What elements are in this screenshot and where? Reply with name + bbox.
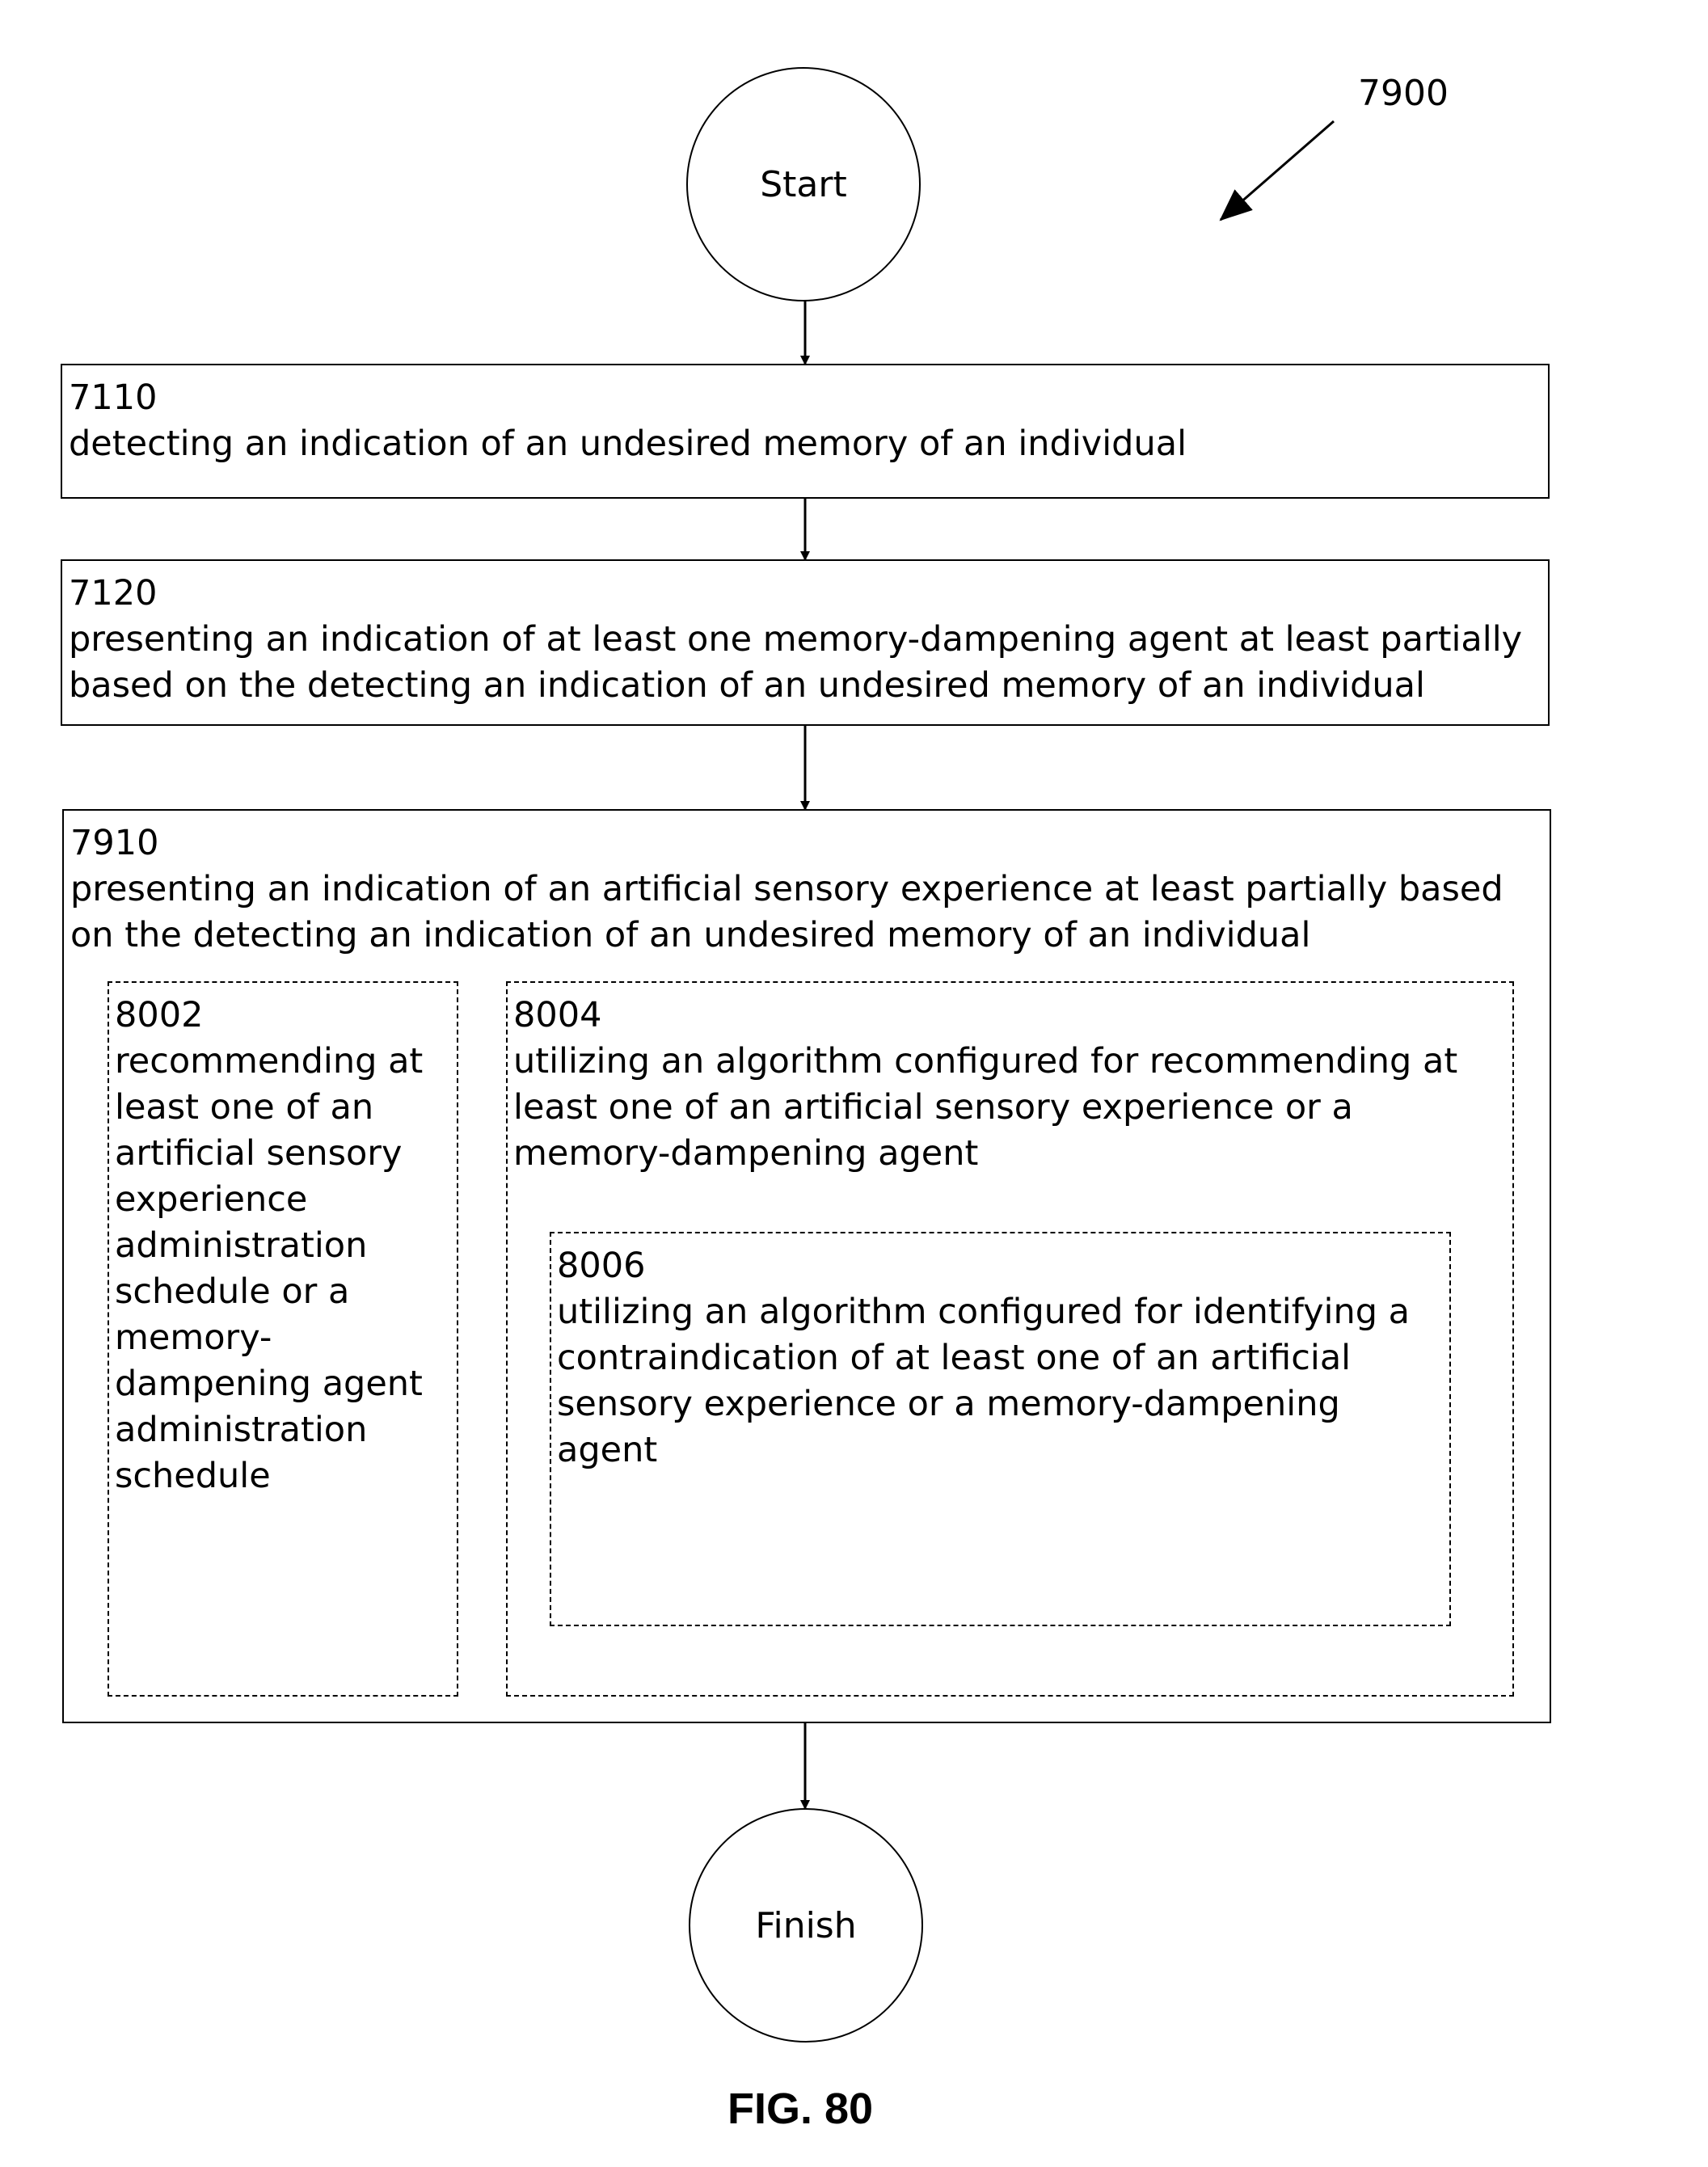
step-8002-text: recommending at least one of an artifici… (115, 1039, 450, 1499)
step-8006-box: 8006 utilizing an algorithm configured f… (550, 1232, 1451, 1626)
figure-label: FIG. 80 (727, 2084, 873, 2134)
step-7110-text: detecting an indication of an undesired … (69, 421, 1541, 467)
step-8006-number: 8006 (557, 1243, 1443, 1289)
finish-terminal: Finish (689, 1808, 923, 2043)
step-7110-number: 7110 (69, 375, 1541, 421)
step-7120-box: 7120 presenting an indication of at leas… (61, 559, 1550, 726)
finish-label: Finish (755, 1905, 856, 1946)
start-label: Start (760, 164, 847, 205)
step-7120-text: presenting an indication of at least one… (69, 617, 1541, 709)
figure-reference-number: 7900 (1358, 73, 1449, 114)
step-7120-number: 7120 (69, 571, 1541, 617)
step-7910-number: 7910 (70, 820, 1543, 866)
reference-arrow-7900 (1221, 121, 1334, 220)
step-8004-number: 8004 (513, 993, 1506, 1039)
step-8004-text: utilizing an algorithm configured for re… (513, 1039, 1506, 1177)
step-8002-number: 8002 (115, 993, 450, 1039)
step-8006-text: utilizing an algorithm configured for id… (557, 1289, 1443, 1473)
start-terminal: Start (686, 67, 921, 301)
step-7110-box: 7110 detecting an indication of an undes… (61, 364, 1550, 499)
step-8002-box: 8002 recommending at least one of an art… (108, 981, 458, 1697)
step-7910-text: presenting an indication of an artificia… (70, 866, 1543, 959)
